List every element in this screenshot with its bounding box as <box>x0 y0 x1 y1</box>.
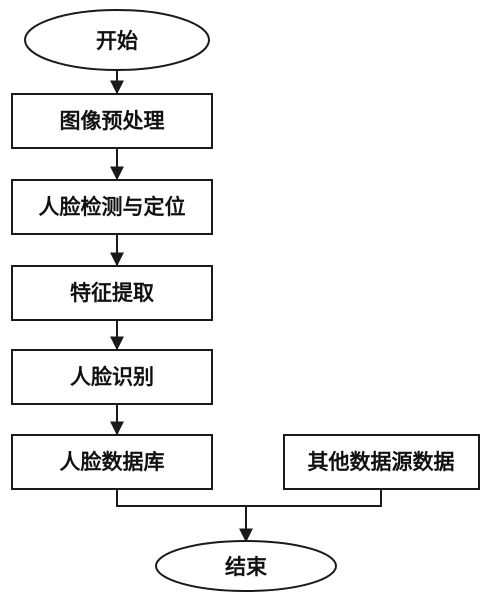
detect-label: 人脸检测与定位 <box>39 195 186 219</box>
database-node: 人脸数据库 <box>11 434 213 490</box>
end-label: 结束 <box>225 555 268 579</box>
other-source-node: 其他数据源数据 <box>283 434 480 490</box>
feature-node: 特征提取 <box>11 265 213 321</box>
start-label: 开始 <box>96 29 138 53</box>
recognize-node: 人脸识别 <box>11 349 213 405</box>
start-node: 开始 <box>24 9 210 71</box>
recognize-label: 人脸识别 <box>70 365 154 389</box>
feature-label: 特征提取 <box>70 281 154 305</box>
other-source-label: 其他数据源数据 <box>308 450 455 474</box>
preprocess-node: 图像预处理 <box>11 93 213 149</box>
database-label: 人脸数据库 <box>60 450 165 474</box>
end-node: 结束 <box>155 540 337 592</box>
preprocess-label: 图像预处理 <box>60 109 165 133</box>
detect-node: 人脸检测与定位 <box>11 179 213 235</box>
